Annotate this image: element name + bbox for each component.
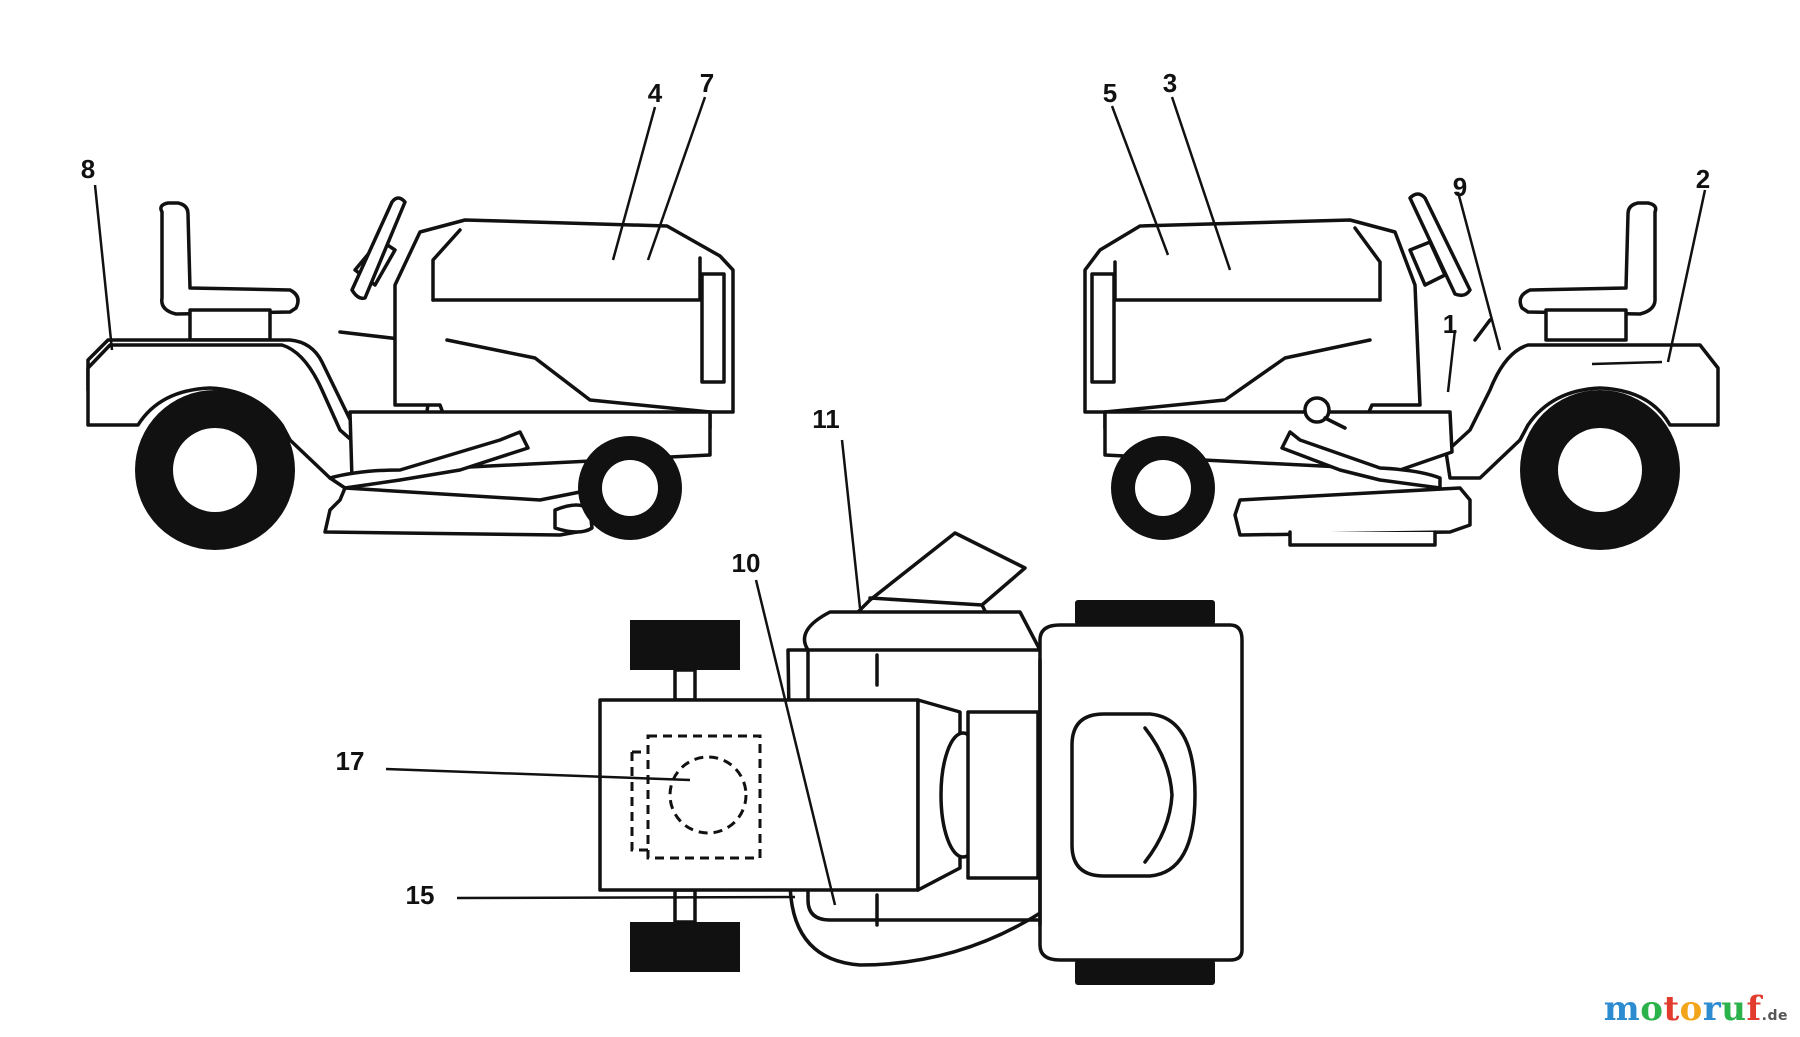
wm-f: f bbox=[1746, 989, 1762, 1029]
front-wheel-top-right bbox=[1075, 960, 1215, 985]
wm-r: r bbox=[1702, 989, 1722, 1029]
wm-o2: o bbox=[1679, 989, 1703, 1029]
callout-17: 17 bbox=[336, 746, 365, 776]
front-wheel-top-left bbox=[1075, 600, 1215, 625]
callout-11: 11 bbox=[812, 404, 840, 434]
tractor-right-side-view bbox=[1083, 192, 1720, 550]
rear-wheel-top-left bbox=[630, 620, 740, 670]
wm-suffix: .de bbox=[1761, 1008, 1788, 1024]
callout-4: 4 bbox=[648, 78, 663, 108]
callout-2: 2 bbox=[1696, 164, 1710, 194]
wm-o1: o bbox=[1640, 989, 1664, 1029]
callout-5: 5 bbox=[1103, 78, 1117, 108]
callout-7: 7 bbox=[700, 68, 714, 98]
wm-u: u bbox=[1721, 989, 1747, 1029]
rear-wheel-top-right bbox=[630, 922, 740, 972]
callout-9: 9 bbox=[1453, 172, 1467, 202]
callout-labels: 4 7 8 5 3 9 2 1 11 10 17 15 bbox=[81, 68, 1710, 910]
leader-lines bbox=[93, 96, 1707, 906]
callout-1: 1 bbox=[1443, 309, 1457, 339]
tractor-top-view bbox=[598, 531, 1244, 985]
wm-m: m bbox=[1603, 989, 1641, 1029]
callout-15: 15 bbox=[406, 880, 435, 910]
callout-8: 8 bbox=[81, 154, 95, 184]
wm-t: t bbox=[1663, 989, 1680, 1029]
callout-10: 10 bbox=[732, 548, 761, 578]
callout-3: 3 bbox=[1163, 68, 1177, 98]
tractor-left-side-view bbox=[86, 196, 735, 550]
watermark-logo: motoruf.de bbox=[1604, 989, 1788, 1029]
